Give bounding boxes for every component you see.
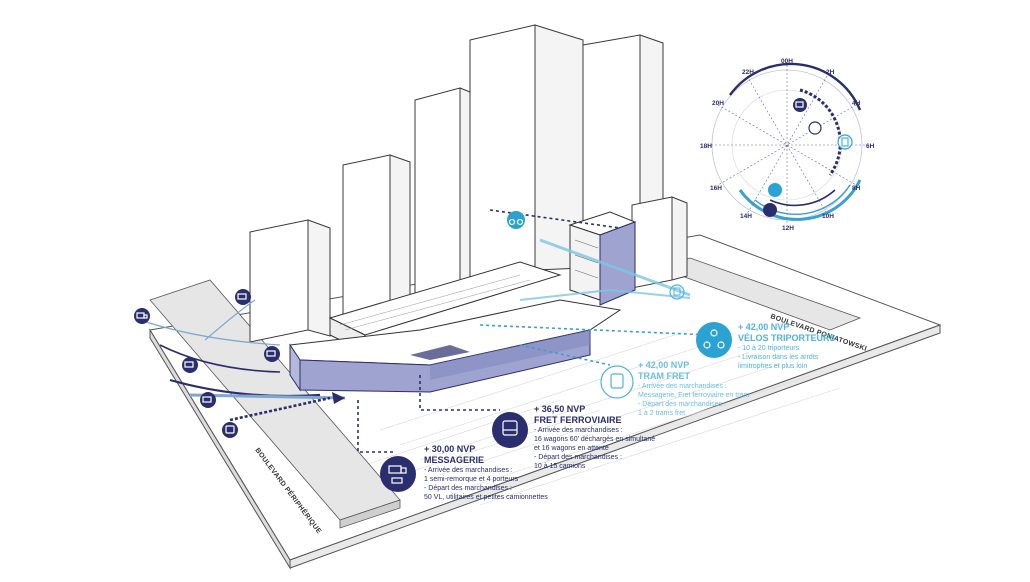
clock-hour-14: 14H: [740, 213, 752, 220]
truck-icon: [200, 392, 216, 408]
callout-tram-title: TRAM FRET: [638, 371, 749, 382]
clock-hour-00: 00H: [781, 58, 793, 65]
bike-icon: [768, 183, 782, 197]
callout-velos-line: - Livraison dans les arrdts: [738, 353, 836, 362]
callout-fret-line: - Départ des marchandises :: [534, 453, 655, 462]
callout-fret-ferroviaire: + 36,50 NVP FRET FERROVIAIRE - Arrivée d…: [534, 404, 655, 471]
callout-fret-line: - Arrivée des marchandises :: [534, 426, 655, 435]
callout-fret-line: 16 wagons 60' déchargés en simultané: [534, 435, 655, 444]
truck-icon: [182, 357, 198, 373]
callout-fret-line: 10 à 15 camions: [534, 462, 655, 471]
clock-hour-22: 22H: [742, 69, 754, 76]
callout-messagerie-title: MESSAGERIE: [424, 455, 548, 466]
callout-messagerie-line: - Arrivée des marchandises :: [424, 466, 548, 475]
clock-hour-10: 10H: [822, 213, 834, 220]
clock-hour-12: 12H: [782, 225, 794, 232]
truck-icon: [380, 456, 416, 492]
clock-hour-16: 16H: [710, 185, 722, 192]
callout-tram-amount: + 42,00 NVP: [638, 360, 749, 371]
clock-hour-6: 6H: [866, 143, 875, 150]
tram-icon: [601, 366, 633, 398]
bike-icon: [696, 322, 732, 358]
callout-velos-amount: + 42,00 NVP: [738, 322, 836, 333]
callout-fret-title: FRET FERROVIAIRE: [534, 415, 655, 426]
callout-fret-amount: + 36,50 NVP: [534, 404, 655, 415]
callout-messagerie-line: 1 semi-remorque et 4 porteurs: [424, 475, 548, 484]
callout-messagerie-amount: + 30,00 NVP: [424, 444, 548, 455]
train-icon: [222, 422, 238, 438]
clock-hour-4: 4H: [852, 100, 861, 107]
train-icon: [492, 412, 528, 448]
callout-fret-line: et 16 wagons en attente: [534, 444, 655, 453]
callout-velos-triporteurs: + 42,00 NVP VÉLOS TRIPORTEURS - 10 à 20 …: [738, 322, 836, 371]
bike-icon: [507, 211, 525, 229]
train-icon: [809, 122, 821, 134]
callout-velos-title: VÉLOS TRIPORTEURS: [738, 333, 836, 344]
truck-icon: [134, 308, 150, 324]
callout-tram-line: Messagerie, Fret ferroviaire en tram: [638, 391, 749, 400]
clock-diagram: 00H 2H 4H 6H 8H 10H 12H 14H 16H 18H 20H …: [700, 58, 875, 232]
callout-velos-line: - 10 à 20 triporteurs: [738, 344, 836, 353]
callout-messagerie-line: 50 VL, utilitaires et petites camionnett…: [424, 493, 548, 502]
van-icon: [235, 289, 251, 305]
clock-hour-20: 20H: [712, 100, 724, 107]
tram-icon: [838, 135, 852, 149]
callout-messagerie-line: - Départ des marchandises :: [424, 484, 548, 493]
clock-hour-8: 8H: [852, 185, 861, 192]
clock-hour-2: 2H: [826, 69, 835, 76]
callout-messagerie: + 30,00 NVP MESSAGERIE - Arrivée des mar…: [424, 444, 548, 502]
clock-hour-18: 18H: [700, 143, 712, 150]
callout-tram-line: - Arrivée des marchandises :: [638, 382, 749, 391]
truck-icon: [763, 203, 777, 217]
van-icon: [793, 98, 807, 112]
truck-icon: [264, 346, 280, 362]
callout-velos-line: limitrophes et plus loin: [738, 362, 836, 371]
